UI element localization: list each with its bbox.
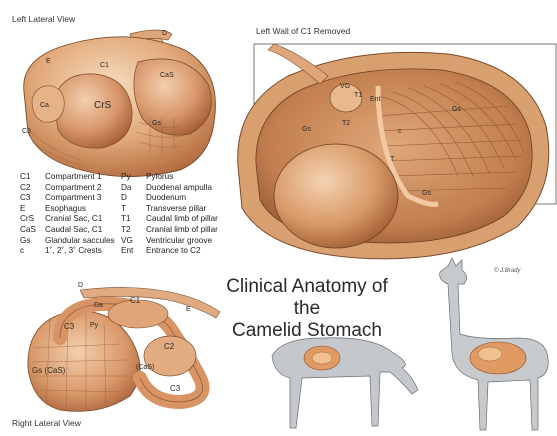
legend-abbr: T2 bbox=[121, 225, 146, 236]
grazing-llama-illustration bbox=[262, 316, 432, 436]
label-glandular-saccules-caudal-sac: Gs (CaS) bbox=[32, 366, 65, 375]
label-ventricular-groove: VG bbox=[340, 83, 350, 90]
legend-abbr: Gs bbox=[20, 236, 45, 247]
label-glandular-saccules-bottom: Gs bbox=[422, 190, 431, 197]
main-title-line-1: Clinical Anatomy of the bbox=[212, 276, 402, 320]
label-t2: T2 bbox=[342, 120, 350, 127]
legend-abbr: T1 bbox=[121, 214, 146, 225]
legend-desc: Duodenal ampulla bbox=[146, 183, 212, 194]
label-duodenum-right: D bbox=[78, 282, 83, 289]
label-glandular-saccules-left: Gs bbox=[302, 126, 311, 133]
label-compartment-2: C2 bbox=[164, 342, 174, 351]
legend-abbr: CrS bbox=[20, 214, 45, 225]
legend-desc: Esophagus bbox=[45, 204, 86, 215]
label-caudal-sac: CaS bbox=[160, 72, 174, 79]
legend-abbr: C1 bbox=[20, 172, 45, 183]
legend-abbr: D bbox=[121, 193, 146, 204]
legend-abbr: CaS bbox=[20, 225, 45, 236]
legend-abbr: E bbox=[20, 204, 45, 215]
legend-desc: Caudal Sac, C1 bbox=[45, 225, 102, 236]
label-esophagus: E bbox=[46, 58, 51, 65]
legend-desc: Compartment 1 bbox=[45, 172, 101, 183]
legend-desc: Compartment 2 bbox=[45, 183, 101, 194]
label-compartment-3-top: C3 bbox=[64, 322, 74, 331]
legend-abbr: Py bbox=[121, 172, 146, 183]
legend-desc: 1˚, 2˚, 3˚ Crests bbox=[45, 246, 102, 257]
legend-desc: Ventricular groove bbox=[146, 236, 212, 247]
legend-abbr: T bbox=[121, 204, 146, 215]
label-cranial-sac: CrS bbox=[94, 100, 111, 111]
label-t1: T1 bbox=[354, 92, 362, 99]
standing-llama-illustration bbox=[418, 254, 557, 434]
legend-abbr: Ent bbox=[121, 246, 146, 257]
legend-abbr: C2 bbox=[20, 183, 45, 194]
label-duodenal-ampulla: Da bbox=[94, 302, 103, 309]
label-duodenum: D bbox=[162, 30, 167, 37]
legend-desc: Cranial limb of pillar bbox=[146, 225, 218, 236]
label-compartment-3: C3 bbox=[22, 128, 31, 135]
label-glandular-saccules-right: Gs bbox=[452, 106, 461, 113]
label-entrance-c2: Ent bbox=[370, 96, 381, 103]
label-compartment-1-right: C1 bbox=[130, 296, 140, 305]
label-crests: c bbox=[398, 128, 402, 135]
right-lateral-view-title: Right Lateral View bbox=[12, 418, 81, 428]
legend-abbr: VG bbox=[121, 236, 146, 247]
label-compartment-3-bottom: C3 bbox=[170, 384, 180, 393]
legend-desc: Caudal limb of pillar bbox=[146, 214, 218, 225]
label-ca: Ca bbox=[40, 102, 49, 109]
label-esophagus-right: E bbox=[186, 306, 191, 313]
legend-abbr: c bbox=[20, 246, 45, 257]
label-compartment-1: C1 bbox=[100, 62, 109, 69]
legend-desc: Entrance to C2 bbox=[146, 246, 201, 257]
label-pylorus: Py bbox=[90, 322, 98, 329]
legend-desc: Pylorus bbox=[146, 172, 173, 183]
legend-desc: Transverse pillar bbox=[146, 204, 206, 215]
legend-desc: Compartment 3 bbox=[45, 193, 101, 204]
left-wall-removed-title: Left Wall of C1 Removed bbox=[256, 26, 350, 36]
legend-desc: Cranial Sac, C1 bbox=[45, 214, 102, 225]
legend-desc: Glandular saccules bbox=[45, 236, 115, 247]
legend-abbr: C3 bbox=[20, 193, 45, 204]
label-transverse-pillar: T bbox=[390, 156, 394, 163]
label-caudal-sac-right: (CaS) bbox=[136, 364, 154, 371]
legend-desc: Duodenum bbox=[146, 193, 186, 204]
legend-abbr: Da bbox=[121, 183, 146, 194]
label-glandular-saccules: Gs bbox=[152, 120, 161, 127]
left-wall-removed-illustration bbox=[228, 36, 557, 266]
